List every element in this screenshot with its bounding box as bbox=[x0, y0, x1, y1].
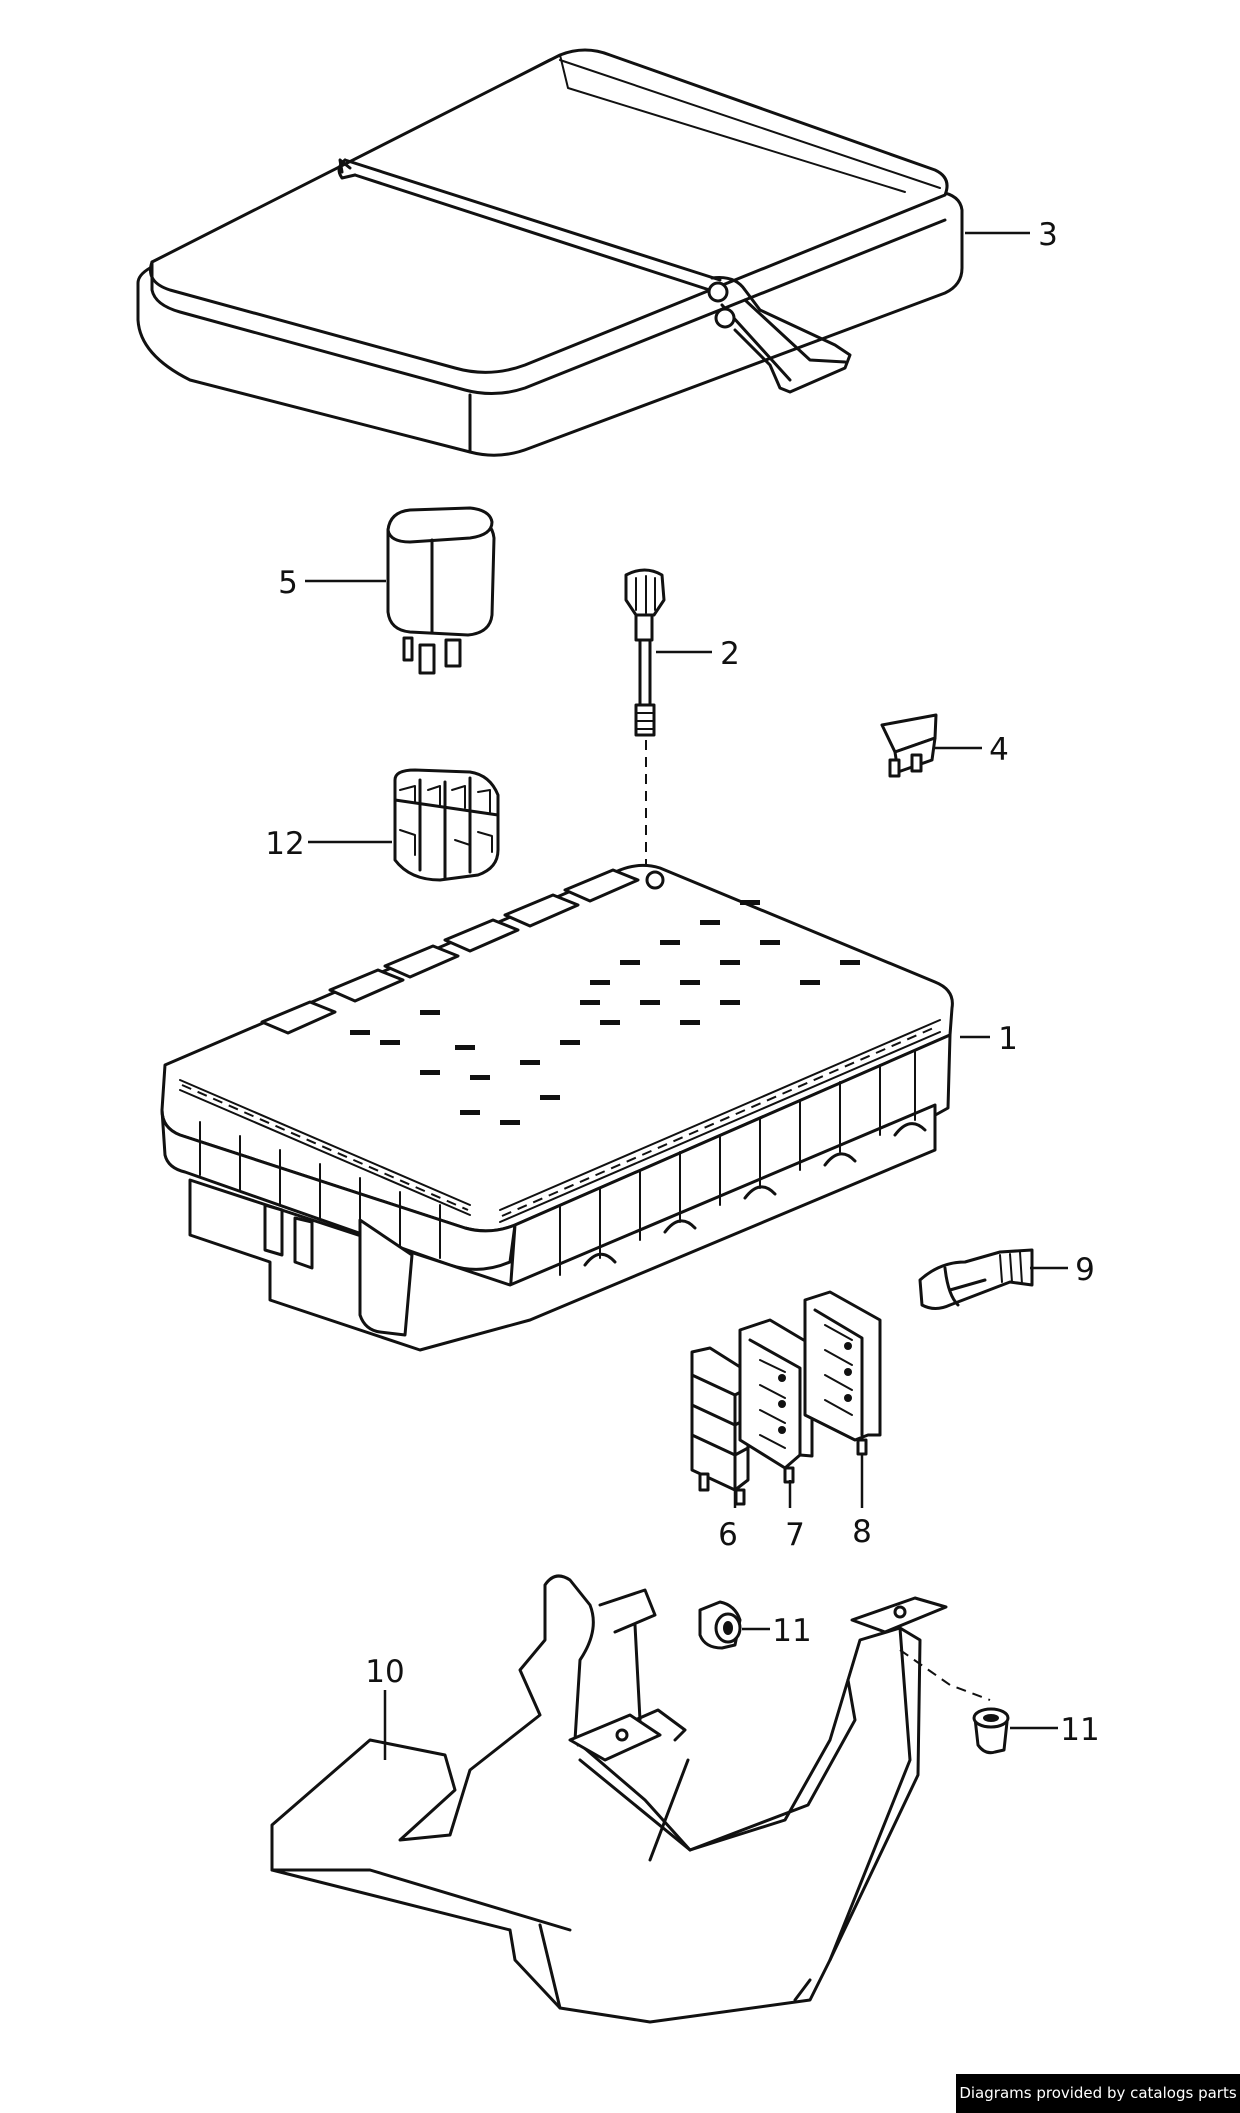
part-11-grommet-upper bbox=[698, 1600, 742, 1650]
callouts: 1 2 3 4 5 6 7 8 9 10 11 11 12 bbox=[265, 217, 1099, 1748]
callout-6: 6 bbox=[718, 1517, 738, 1553]
callout-11-upper: 11 bbox=[772, 1613, 811, 1649]
callout-11-lower: 11 bbox=[1060, 1712, 1099, 1748]
callout-7: 7 bbox=[785, 1517, 805, 1553]
part-12-connector bbox=[393, 768, 500, 882]
part-1-fuse-box bbox=[160, 863, 954, 1352]
watermark-credit: Diagrams provided by catalogs parts bbox=[956, 2074, 1240, 2113]
callout-2: 2 bbox=[720, 636, 740, 672]
part-8-holder bbox=[803, 1290, 882, 1456]
callout-12: 12 bbox=[265, 826, 304, 862]
part-10-bracket bbox=[270, 1574, 991, 2024]
leader-lines bbox=[305, 231, 1068, 1760]
part-7-holder bbox=[738, 1318, 814, 1484]
callout-9: 9 bbox=[1075, 1252, 1095, 1288]
part-5-relay bbox=[386, 506, 496, 675]
callout-8: 8 bbox=[852, 1514, 872, 1550]
part-2-sensor bbox=[624, 568, 666, 880]
callout-5: 5 bbox=[278, 565, 298, 601]
part-4-fuse bbox=[880, 713, 938, 778]
callout-10: 10 bbox=[365, 1654, 404, 1690]
part-3-cover bbox=[136, 48, 964, 457]
part-9-clip bbox=[918, 1248, 1034, 1310]
callout-4: 4 bbox=[989, 732, 1009, 768]
part-11-grommet-lower bbox=[972, 1707, 1010, 1755]
callout-3: 3 bbox=[1038, 217, 1058, 253]
callout-1: 1 bbox=[998, 1021, 1018, 1057]
part-6-holder bbox=[690, 1346, 750, 1506]
